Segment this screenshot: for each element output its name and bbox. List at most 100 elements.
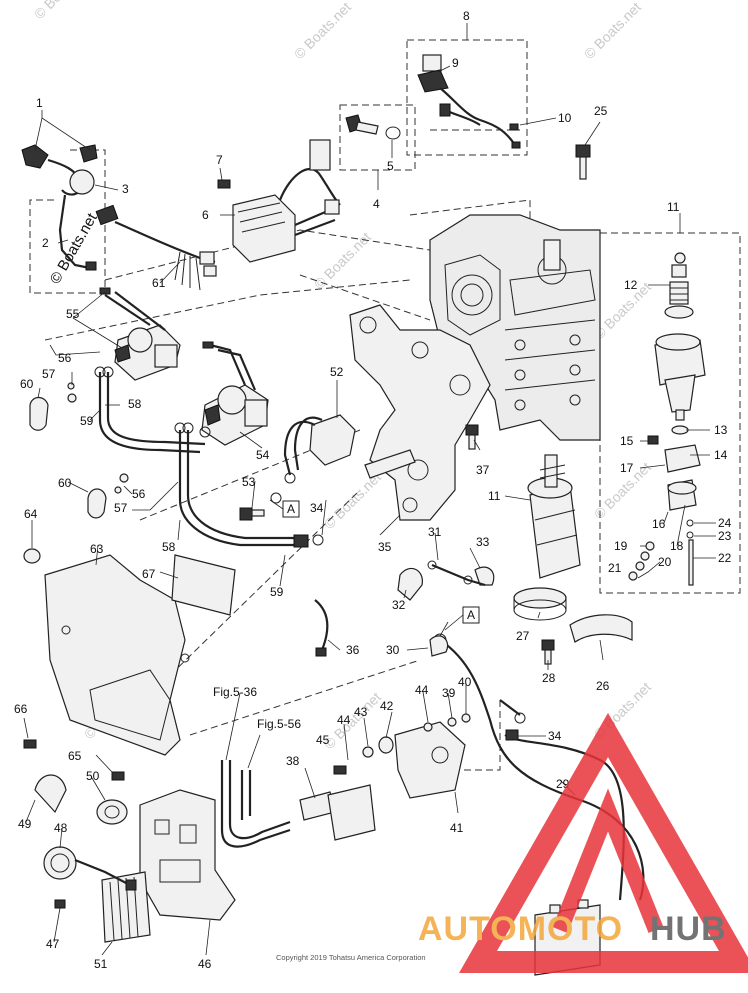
callout-1: 1 xyxy=(36,96,43,110)
separator-line xyxy=(299,274,431,321)
svg-text:A: A xyxy=(467,608,475,622)
part-26-band xyxy=(569,614,633,643)
watermark: © Boats.net xyxy=(321,689,384,752)
connection-marker-a-upper: A xyxy=(269,499,300,518)
automotohub-logo: AUTOMOTO HUB xyxy=(418,712,748,973)
callout-53: 53 xyxy=(242,475,256,489)
callout-32: 32 xyxy=(392,598,406,612)
callout-7: 7 xyxy=(216,153,223,167)
callout-52: 52 xyxy=(330,365,344,379)
separator-line xyxy=(44,279,411,341)
cables-58-59 xyxy=(94,366,324,548)
callout-22: 22 xyxy=(718,551,732,565)
part-28-bolt xyxy=(541,639,555,665)
callout-11-lower: 11 xyxy=(488,489,501,503)
callout-34-lower: 34 xyxy=(548,729,562,743)
callout-63: 63 xyxy=(90,542,104,556)
part-63-cover xyxy=(23,548,236,756)
callout-57-upper: 57 xyxy=(42,367,56,381)
parts-56-57-60 xyxy=(29,382,129,519)
callout-31: 31 xyxy=(428,525,442,539)
watermark: © Boats.net xyxy=(581,0,644,62)
callout-27: 27 xyxy=(516,629,530,643)
callout-40: 40 xyxy=(458,675,472,689)
letter-a-logo-icon xyxy=(552,788,664,933)
part-61-harness xyxy=(95,204,217,291)
callout-labels: 1 2 3 4 5 6 7 8 9 10 11 11 12 13 14 15 1… xyxy=(14,9,732,971)
watermark-dark: © Boats.net xyxy=(47,210,101,287)
part-35-bracket xyxy=(349,304,491,521)
callout-19: 19 xyxy=(614,539,628,553)
callout-36: 36 xyxy=(346,643,360,657)
part-25-bolt xyxy=(575,144,591,180)
small-fasteners xyxy=(239,424,519,741)
callout-6: 6 xyxy=(202,208,209,222)
callout-47: 47 xyxy=(46,937,60,951)
fig-ref-5-56: Fig.5-56 xyxy=(257,717,301,731)
parts-30-33 xyxy=(397,560,495,657)
callout-25: 25 xyxy=(594,104,608,118)
svg-text:A: A xyxy=(287,502,295,516)
part-27-ring xyxy=(513,587,567,621)
part-6-rectifier xyxy=(217,139,341,263)
callout-8: 8 xyxy=(463,9,470,23)
brand-hub: HUB xyxy=(650,910,727,948)
callout-12: 12 xyxy=(624,278,638,292)
triangle-logo-icon xyxy=(459,712,748,973)
group-box-1-3 xyxy=(29,149,106,294)
callout-59-upper: 59 xyxy=(80,414,94,428)
callout-13: 13 xyxy=(714,423,728,437)
callout-42: 42 xyxy=(380,699,394,713)
callout-51: 51 xyxy=(94,957,108,971)
callout-57-lower: 57 xyxy=(114,501,128,515)
callout-30: 30 xyxy=(386,643,400,657)
separator-line xyxy=(189,659,421,736)
part-54-relay xyxy=(201,341,269,446)
callout-44-right: 44 xyxy=(415,683,429,697)
callout-16: 16 xyxy=(652,517,666,531)
connection-marker-a-lower: A xyxy=(444,606,480,631)
callout-2: 2 xyxy=(42,236,49,250)
callout-20: 20 xyxy=(658,555,672,569)
callout-58-upper: 58 xyxy=(128,397,142,411)
callout-35: 35 xyxy=(378,540,392,554)
starter-internals xyxy=(628,252,706,586)
callout-60-lower: 60 xyxy=(58,476,72,490)
watermark: © Boats.net xyxy=(321,469,384,532)
engine-block xyxy=(429,214,601,441)
part-11-starter xyxy=(527,454,581,579)
callout-34-upper: 34 xyxy=(310,501,324,515)
callout-9: 9 xyxy=(452,56,459,70)
copyright-text: Copyright 2019 Tohatsu America Corporati… xyxy=(276,953,426,962)
callout-43: 43 xyxy=(354,705,368,719)
fig-ref-5-36: Fig.5-36 xyxy=(213,685,257,699)
callout-44-left: 44 xyxy=(337,713,351,727)
callout-50: 50 xyxy=(86,769,100,783)
callout-37: 37 xyxy=(476,463,490,477)
callout-60-upper: 60 xyxy=(20,377,34,391)
hose-and-parts-38-45 xyxy=(220,713,471,848)
callout-14: 14 xyxy=(714,448,728,462)
callout-65: 65 xyxy=(68,749,82,763)
part-4-sensor xyxy=(345,114,401,140)
callout-48: 48 xyxy=(54,821,68,835)
brand-automoto: AUTOMOTO xyxy=(418,910,623,948)
callout-26: 26 xyxy=(596,679,610,693)
callout-39: 39 xyxy=(442,686,456,700)
callout-5: 5 xyxy=(387,159,394,173)
callout-49: 49 xyxy=(18,817,32,831)
watermark: © Boats.net xyxy=(31,0,94,22)
callout-18: 18 xyxy=(670,539,684,553)
part-1-3-sensor xyxy=(21,144,98,271)
part-52-switch xyxy=(283,414,356,484)
callout-28: 28 xyxy=(542,671,556,685)
leader-lines xyxy=(23,23,716,956)
callout-58-lower: 58 xyxy=(162,540,176,554)
callout-24: 24 xyxy=(718,516,732,530)
callout-54: 54 xyxy=(256,448,270,462)
callout-45: 45 xyxy=(316,733,330,747)
watermark: © Boats.net xyxy=(311,229,374,292)
callout-67: 67 xyxy=(142,567,156,581)
